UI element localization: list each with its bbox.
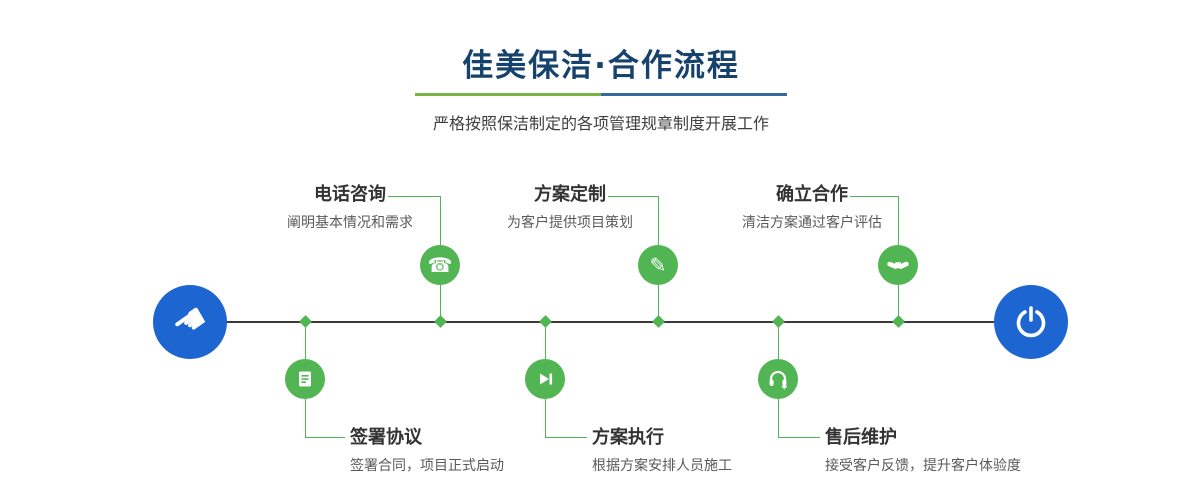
handshake-icon [887,261,909,269]
step-title: 方案执行 [592,427,664,448]
step-desc: 清洁方案通过客户评估 [742,215,882,231]
step-label-sign-agreement: 签署协议 签署合同，项目正式启动 [350,427,590,476]
contract-icon [299,371,311,387]
step-title: 电话咨询 [314,184,386,205]
step-label-plan-execution: 方案执行 根据方案安排人员施工 [592,427,832,476]
timeline-end-node [994,285,1068,359]
step-title: 确立合作 [776,184,848,205]
connector-line [778,437,820,438]
connector-line [545,437,587,438]
divider-green-segment [415,93,601,96]
step-label-after-sales: 售后维护 接受客户反馈，提升客户体验度 [825,427,1085,476]
hand-pointer-icon: ☚ [163,294,217,350]
connector-line [440,285,441,322]
connector-line [440,196,441,245]
step-desc: 为客户提供项目策划 [507,215,633,231]
step-desc: 接受客户反馈，提升客户体验度 [825,458,1021,474]
power-icon [1016,306,1046,338]
headset-icon [769,370,787,390]
connector-line [305,437,345,438]
step-title: 方案定制 [534,184,606,205]
step-label-phone-consult: 电话咨询 阐明基本情况和需求 [230,184,470,233]
connector-line [658,196,659,245]
connector-line [778,322,779,359]
step-label-establish-coop: 确立合作 清洁方案通过客户评估 [692,184,932,233]
connector-line [898,285,899,322]
headset-icon-circle [758,359,798,399]
phone-icon: ☎ [427,253,453,277]
divider-blue-segment [601,93,787,96]
step-title: 签署协议 [350,427,422,448]
connector-line [545,399,546,438]
design-icon-circle: ✎ [638,245,678,285]
timeline-line [227,321,995,323]
timeline-start-node: ☚ [153,285,227,359]
step-title: 售后维护 [825,427,897,448]
page-title: 佳美保洁·合作流程 [462,48,740,84]
connector-line [388,196,440,197]
connector-line [898,196,899,245]
play-icon [540,373,553,385]
connector-line [658,285,659,322]
connector-line [305,399,306,438]
title-divider [415,93,787,96]
phone-icon-circle: ☎ [420,245,460,285]
connector-line [305,322,306,359]
step-label-plan-custom: 方案定制 为客户提供项目策划 [450,184,690,233]
connector-line [778,399,779,438]
step-desc: 签署合同，项目正式启动 [350,458,504,474]
play-icon-circle [525,359,565,399]
handshake-icon-circle [878,245,918,285]
page-subtitle: 严格按照保洁制定的各项管理规章制度开展工作 [432,114,769,133]
step-desc: 阐明基本情况和需求 [287,215,413,231]
connector-line [850,196,898,197]
design-tools-icon: ✎ [649,253,667,277]
connector-line [608,196,658,197]
step-desc: 根据方案安排人员施工 [592,458,732,474]
connector-line [545,322,546,359]
contract-icon-circle [285,359,325,399]
